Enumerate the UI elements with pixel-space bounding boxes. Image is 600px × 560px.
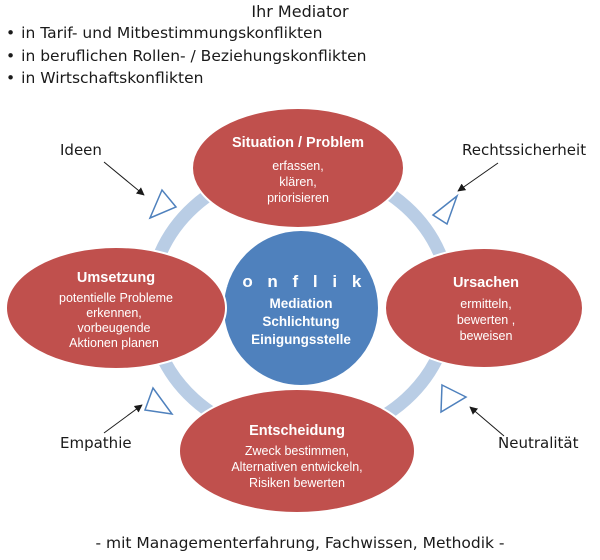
node-situation [191, 107, 405, 229]
node-line: Aktionen planen [69, 336, 159, 350]
cycle-arrowhead-bottom-left [143, 386, 174, 416]
node-line: bewerten , [457, 313, 515, 327]
node-line: klären, [279, 175, 317, 189]
label-rechtssicherheit: Rechtssicherheit [462, 141, 586, 159]
node-umsetzung [5, 246, 227, 370]
node-title: Entscheidung [249, 423, 345, 439]
node-line: beweisen [460, 329, 513, 343]
node-title: Umsetzung [77, 270, 155, 286]
center-line: Einigungsstelle [251, 332, 351, 347]
node-line: potentielle Probleme [59, 291, 173, 305]
node-line: Zweck bestimmen, [245, 444, 349, 458]
pointer-arrow-rechtssicherheit [457, 162, 499, 192]
pointer-arrow-empathie [103, 404, 143, 434]
node-line: Risiken bewerten [249, 476, 345, 490]
node-line: erfassen, [272, 159, 323, 173]
label-ideen: Ideen [60, 141, 102, 159]
node-title: Situation / Problem [232, 135, 364, 151]
center-title: K o n f l i k t [215, 272, 386, 291]
cycle-arrowhead-bottom-right [440, 383, 468, 414]
cycle-arrowhead-top-right [431, 193, 459, 226]
label-neutralitaet: Neutralität [498, 434, 579, 452]
label-empathie: Empathie [60, 434, 132, 452]
pointer-arrow-neutralitaet [469, 406, 505, 437]
bullet-item: in beruflichen Rollen- / Beziehungskonfl… [6, 45, 366, 68]
node-line: ermitteln, [460, 297, 511, 311]
pointer-arrow-ideen [103, 161, 145, 196]
cycle-arrowhead-top-left [148, 188, 178, 220]
page-title: Ihr Mediator [251, 2, 349, 21]
bullet-item: in Tarif- und Mitbestimmungskonflikten [6, 22, 366, 45]
node-line: Alternativen entwickeln, [231, 460, 362, 474]
node-line: priorisieren [267, 191, 329, 205]
bullet-list: in Tarif- und Mitbestimmungskonflikten i… [6, 22, 366, 90]
node-entscheidung [178, 388, 416, 514]
node-title: Ursachen [453, 275, 519, 291]
footer-text: - mit Managementerfahrung, Fachwissen, M… [95, 534, 505, 552]
node-line: vorbeugende [78, 321, 151, 335]
node-ursachen [384, 247, 584, 369]
center-line: Schlichtung [262, 314, 339, 329]
bullet-item: in Wirtschaftskonflikten [6, 67, 366, 90]
node-line: erkennen, [86, 306, 142, 320]
center-line: Mediation [270, 296, 333, 311]
